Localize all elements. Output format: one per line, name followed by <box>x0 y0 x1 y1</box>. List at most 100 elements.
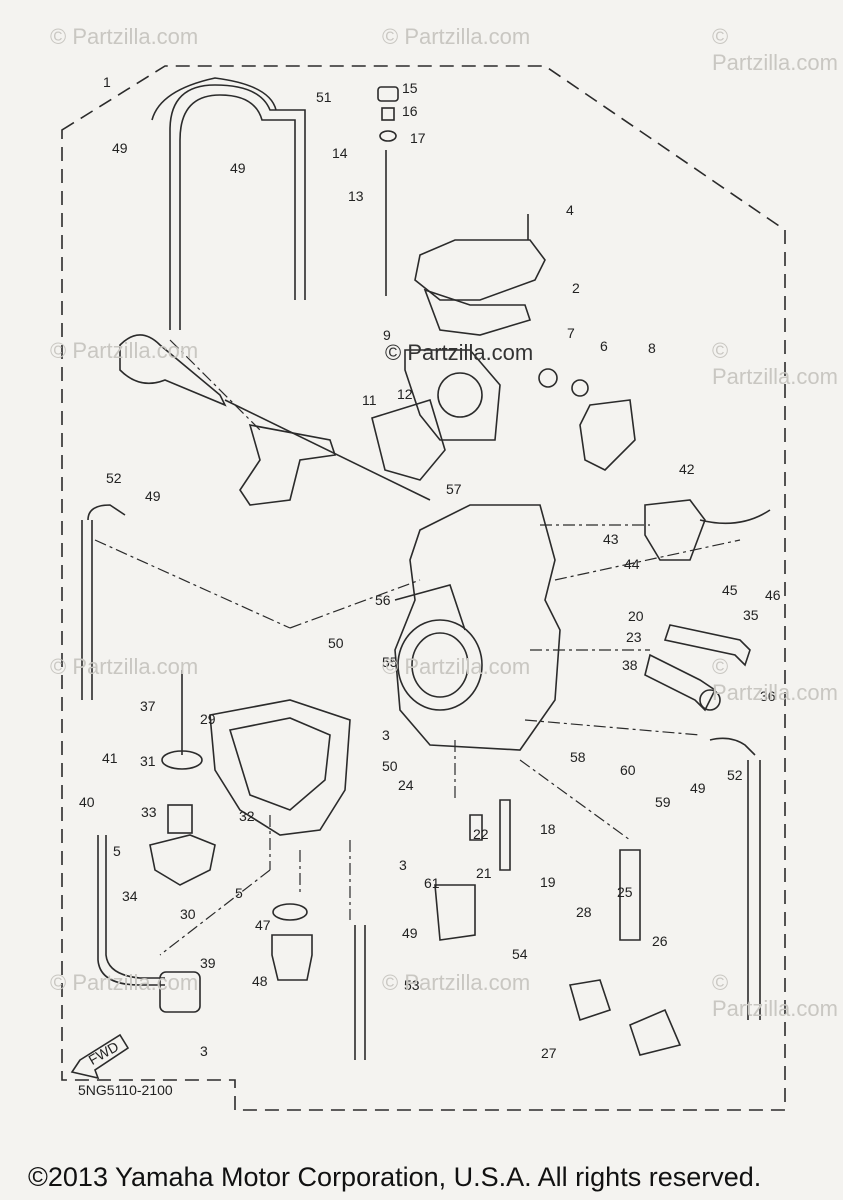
spring <box>167 804 193 834</box>
callout-49[interactable]: 49 <box>690 780 706 796</box>
jet <box>499 799 511 871</box>
callout-26[interactable]: 26 <box>652 933 668 949</box>
callout-56[interactable]: 56 <box>375 592 391 608</box>
jet <box>469 814 483 841</box>
callout-8[interactable]: 8 <box>648 340 656 356</box>
callout-59[interactable]: 59 <box>655 794 671 810</box>
callout-9[interactable]: 9 <box>383 327 391 343</box>
callout-20[interactable]: 20 <box>628 608 644 624</box>
spring <box>381 107 395 121</box>
callout-2[interactable]: 2 <box>572 280 580 296</box>
callout-29[interactable]: 29 <box>200 711 216 727</box>
callout-5[interactable]: 5 <box>235 885 243 901</box>
callout-41[interactable]: 41 <box>102 750 118 766</box>
watermark: © Partzilla.com <box>50 970 199 995</box>
callout-11[interactable]: 11 <box>362 392 377 408</box>
callout-42[interactable]: 42 <box>679 461 695 477</box>
bracket <box>239 423 337 506</box>
hose-fitting <box>159 971 201 1013</box>
callout-7[interactable]: 7 <box>567 325 575 341</box>
callout-61[interactable]: 61 <box>424 875 440 891</box>
callout-31[interactable]: 31 <box>140 753 156 769</box>
cap-bolt <box>377 86 399 102</box>
callout-25[interactable]: 25 <box>617 884 633 900</box>
callout-14[interactable]: 14 <box>332 145 348 161</box>
throttle-slide <box>404 349 501 441</box>
callout-58[interactable]: 58 <box>570 749 586 765</box>
callout-51[interactable]: 51 <box>316 89 332 105</box>
watermark: © Partzilla.com <box>712 654 838 705</box>
callout-57[interactable]: 57 <box>446 481 462 497</box>
callout-28[interactable]: 28 <box>576 904 592 920</box>
idle-screw <box>644 653 717 712</box>
callout-32[interactable]: 32 <box>239 808 255 824</box>
callout-37[interactable]: 37 <box>140 698 156 714</box>
callout-50[interactable]: 50 <box>382 758 398 774</box>
callout-33[interactable]: 33 <box>141 804 157 820</box>
callout-45[interactable]: 45 <box>722 582 738 598</box>
callout-16[interactable]: 16 <box>402 103 418 119</box>
washer <box>571 379 589 397</box>
callout-53[interactable]: 53 <box>404 977 420 993</box>
holder <box>579 399 636 471</box>
throttle-sensor <box>644 499 706 561</box>
callout-55[interactable]: 55 <box>382 654 398 670</box>
callout-60[interactable]: 60 <box>620 762 636 778</box>
watermark: © Partzilla.com <box>50 24 199 49</box>
callout-23[interactable]: 23 <box>626 629 642 645</box>
callout-52[interactable]: 52 <box>727 767 743 783</box>
callout-30[interactable]: 30 <box>180 906 196 922</box>
watermark: © Partzilla.com <box>382 970 531 995</box>
callout-17[interactable]: 17 <box>410 130 426 146</box>
callout-6[interactable]: 6 <box>600 338 608 354</box>
overflow-hose <box>87 504 126 521</box>
callout-48[interactable]: 48 <box>252 973 268 989</box>
assembly-boundary <box>61 65 786 1111</box>
callout-13[interactable]: 13 <box>348 188 364 204</box>
callout-36[interactable]: 36 <box>760 688 776 704</box>
callout-5[interactable]: 5 <box>113 843 121 859</box>
cover-gasket <box>423 288 532 336</box>
callout-3[interactable]: 3 <box>200 1043 208 1059</box>
callout-15[interactable]: 15 <box>402 80 418 96</box>
callout-49[interactable]: 49 <box>145 488 161 504</box>
callout-34[interactable]: 34 <box>122 888 138 904</box>
overflow-hose <box>709 737 756 756</box>
carburetor-bore <box>397 619 483 711</box>
callout-52[interactable]: 52 <box>106 470 122 486</box>
callout-50[interactable]: 50 <box>328 635 344 651</box>
callout-43[interactable]: 43 <box>603 531 619 547</box>
callout-12[interactable]: 12 <box>397 386 413 402</box>
callout-38[interactable]: 38 <box>622 657 638 673</box>
callout-1[interactable]: 1 <box>103 74 111 90</box>
callout-4[interactable]: 4 <box>566 202 574 218</box>
callout-49[interactable]: 49 <box>402 925 418 941</box>
callout-40[interactable]: 40 <box>79 794 95 810</box>
callout-35[interactable]: 35 <box>743 607 759 623</box>
drain-plug <box>271 934 313 981</box>
callout-18[interactable]: 18 <box>540 821 556 837</box>
callout-21[interactable]: 21 <box>476 865 492 881</box>
callout-49[interactable]: 49 <box>112 140 128 156</box>
callout-49[interactable]: 49 <box>230 160 246 176</box>
callout-24[interactable]: 24 <box>398 777 414 793</box>
valve-assembly <box>619 849 641 941</box>
callout-54[interactable]: 54 <box>512 946 528 962</box>
connector <box>629 1008 682 1056</box>
callout-22[interactable]: 22 <box>473 826 489 842</box>
callout-19[interactable]: 19 <box>540 874 556 890</box>
vent-hose <box>169 84 306 330</box>
diagram-code: 5NG5110-2100 <box>78 1082 173 1098</box>
callout-3[interactable]: 3 <box>399 857 407 873</box>
callout-46[interactable]: 46 <box>765 587 781 603</box>
callout-39[interactable]: 39 <box>200 955 216 971</box>
watermark: © Partzilla.com <box>382 654 531 679</box>
callout-27[interactable]: 27 <box>541 1045 557 1061</box>
cover-cap <box>434 884 476 941</box>
callout-44[interactable]: 44 <box>624 556 640 572</box>
callout-47[interactable]: 47 <box>255 917 271 933</box>
watermark: © Partzilla.com <box>50 338 199 363</box>
callout-3[interactable]: 3 <box>382 727 390 743</box>
float-bowl <box>209 699 351 836</box>
